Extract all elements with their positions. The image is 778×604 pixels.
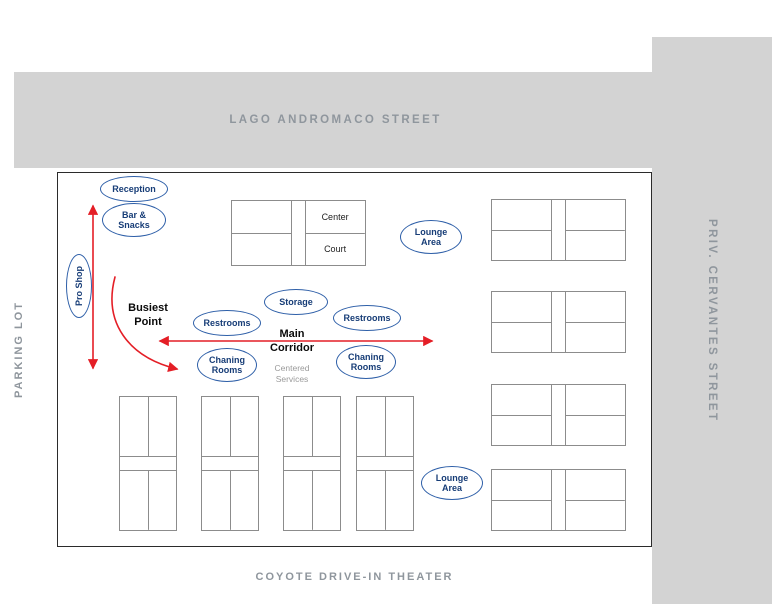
center-court: Center Court [231, 200, 366, 266]
court-bottom-4 [356, 396, 414, 531]
zone-changing-rooms-right: Chaning Rooms [336, 345, 396, 379]
club-floor-plan: Center Court Reception Bar & Snacks Pro … [57, 172, 652, 547]
court-bottom-1 [119, 396, 177, 531]
court-bottom-2 [201, 396, 259, 531]
street-right-band: PRIV. CERVANTES STREET [652, 37, 772, 604]
court-right-2 [491, 291, 626, 353]
zone-lounge-area-bottom: Lounge Area [421, 466, 483, 500]
zone-pro-shop: Pro Shop [66, 254, 92, 318]
zone-restrooms-right: Restrooms [333, 305, 401, 331]
center-court-label-line1: Center [321, 212, 349, 222]
court-right-4 [491, 469, 626, 531]
main-corridor-note: Main Corridor [270, 328, 314, 354]
centered-services-note: Centered Services [274, 363, 310, 384]
busiest-point-note: Busiest Point [128, 302, 168, 328]
street-right-label: PRIV. CERVANTES STREET [706, 218, 718, 423]
zone-reception: Reception [100, 176, 168, 202]
zone-storage: Storage [264, 289, 328, 315]
court-right-3 [491, 384, 626, 446]
court-right-1 [491, 199, 626, 261]
street-top-band: LAGO ANDROMACO STREET [14, 72, 657, 168]
zone-lounge-area-top: Lounge Area [400, 220, 462, 254]
zone-bar-snacks: Bar & Snacks [102, 203, 166, 237]
zone-restrooms-left: Restrooms [193, 310, 261, 336]
parking-lot-label: PARKING LOT [13, 301, 25, 399]
court-bottom-3 [283, 396, 341, 531]
zone-changing-rooms-left: Chaning Rooms [197, 348, 257, 382]
drive-in-theater-label: COYOTE DRIVE-IN THEATER [255, 571, 454, 583]
center-court-label-line2: Court [324, 244, 347, 254]
street-top-label: LAGO ANDROMACO STREET [229, 114, 442, 126]
